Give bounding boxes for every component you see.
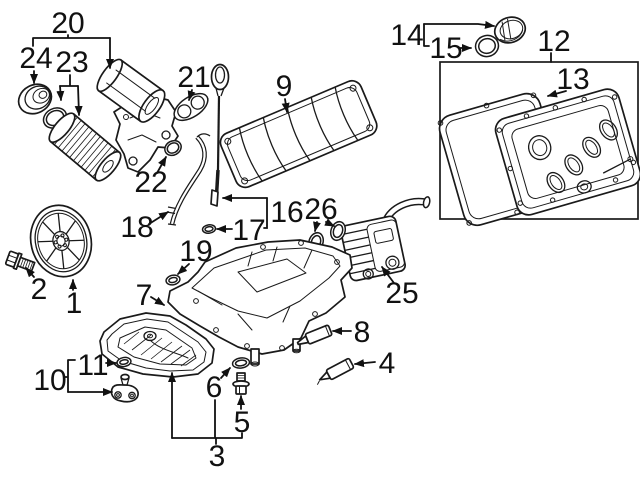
callout-label-7: 7 bbox=[136, 279, 153, 312]
callout-label-5: 5 bbox=[234, 406, 251, 439]
callout-label-10: 10 bbox=[33, 364, 66, 397]
part-dipstick-seal bbox=[201, 223, 217, 235]
arrow-18 bbox=[148, 211, 169, 225]
callout-14: 14 bbox=[390, 19, 495, 52]
arrow-7 bbox=[150, 296, 165, 306]
part-sealant-tube-4 bbox=[317, 357, 355, 385]
part-valve-cover bbox=[494, 88, 640, 216]
callout-label-14: 14 bbox=[390, 19, 423, 52]
part-pulley-bolt bbox=[4, 250, 36, 272]
callout-label-1: 1 bbox=[66, 287, 83, 320]
bracket-10 bbox=[63, 359, 76, 393]
callout-17: 17 bbox=[216, 214, 266, 247]
part-oil-filter-housing bbox=[96, 58, 179, 173]
callout-label-19: 19 bbox=[179, 235, 212, 268]
bracket-14 bbox=[423, 23, 430, 47]
callout-label-18: 18 bbox=[120, 211, 153, 244]
arrow-4 bbox=[354, 359, 376, 368]
part-valley-cover bbox=[219, 79, 378, 189]
callout-26: 26 bbox=[304, 193, 338, 232]
callout-7: 7 bbox=[136, 279, 165, 312]
part-valve-cover-group bbox=[437, 61, 640, 227]
callout-label-23: 23 bbox=[55, 46, 88, 79]
bracket-23 bbox=[59, 74, 79, 87]
part-drain-plug bbox=[232, 372, 250, 395]
callout-22: 22 bbox=[134, 156, 168, 199]
callout-18: 18 bbox=[120, 211, 169, 244]
callout-label-13: 13 bbox=[556, 63, 589, 96]
callout-12: 12 bbox=[537, 25, 571, 63]
callout-16: 16 bbox=[222, 194, 304, 229]
callout-label-15: 15 bbox=[429, 32, 462, 65]
callout-5: 5 bbox=[234, 395, 251, 439]
callout-label-12: 12 bbox=[537, 25, 570, 58]
callout-19: 19 bbox=[177, 235, 213, 275]
callout-1: 1 bbox=[66, 279, 83, 320]
callout-label-3: 3 bbox=[209, 440, 226, 473]
callout-23: 23 bbox=[55, 46, 89, 116]
callout-6: 6 bbox=[206, 367, 231, 404]
arrow-21 bbox=[187, 89, 196, 101]
part-oil-filter-element bbox=[48, 112, 122, 182]
callout-label-4: 4 bbox=[379, 347, 396, 380]
callout-11: 11 bbox=[77, 349, 117, 382]
part-dipstick bbox=[210, 63, 230, 207]
callout-label-6: 6 bbox=[206, 371, 223, 404]
callout-8: 8 bbox=[332, 316, 371, 349]
bracket-3 bbox=[171, 399, 243, 445]
callout-25: 25 bbox=[381, 266, 419, 310]
arrow-26a bbox=[313, 221, 321, 232]
callout-label-16: 16 bbox=[270, 196, 303, 229]
part-dipstick-tube bbox=[166, 133, 211, 226]
part-o-ring-22 bbox=[164, 139, 182, 157]
callout-label-26: 26 bbox=[304, 193, 337, 226]
part-filler-cap-seal bbox=[474, 34, 500, 58]
arrow-26b bbox=[324, 218, 335, 227]
arrow-19 bbox=[177, 263, 190, 275]
callout-10: 10 bbox=[33, 359, 113, 397]
callout-label-21: 21 bbox=[177, 61, 210, 94]
callout-13: 13 bbox=[547, 63, 590, 98]
part-upper-oil-pan bbox=[167, 239, 353, 367]
arrow-13 bbox=[547, 89, 567, 98]
part-oil-filler-cap bbox=[493, 16, 527, 44]
callout-label-8: 8 bbox=[354, 316, 371, 349]
arrow-25 bbox=[381, 266, 395, 284]
callout-2: 2 bbox=[25, 267, 48, 306]
callout-15: 15 bbox=[429, 32, 472, 65]
callout-3: 3 bbox=[168, 372, 243, 473]
bracket-20 bbox=[32, 34, 111, 47]
part-drain-plug-seal bbox=[231, 357, 251, 369]
part-crankshaft-pulley bbox=[29, 204, 93, 278]
part-sealant-tube-8 bbox=[296, 324, 333, 346]
callout-label-22: 22 bbox=[134, 166, 167, 199]
arrow-14 bbox=[423, 20, 495, 29]
callout-label-2: 2 bbox=[31, 273, 48, 306]
callout-label-20: 20 bbox=[51, 7, 84, 40]
part-filter-cap bbox=[17, 83, 53, 115]
callout-label-25: 25 bbox=[385, 277, 418, 310]
bracket-16 bbox=[263, 197, 268, 229]
arrow-23b bbox=[74, 85, 83, 116]
part-pickup-o-ring bbox=[116, 356, 132, 368]
arrow-9 bbox=[281, 98, 290, 113]
callout-21: 21 bbox=[177, 61, 211, 101]
part-oil-cooler bbox=[340, 196, 431, 282]
callout-label-9: 9 bbox=[276, 70, 293, 103]
arrow-6 bbox=[220, 367, 231, 379]
arrow-2 bbox=[25, 267, 35, 278]
arrow-23a bbox=[56, 85, 65, 101]
part-o-ring-19 bbox=[165, 274, 181, 286]
callout-4: 4 bbox=[354, 347, 396, 380]
callout-24: 24 bbox=[19, 42, 53, 84]
part-oil-pickup bbox=[110, 373, 139, 403]
callout-9: 9 bbox=[276, 70, 293, 113]
callout-20: 20 bbox=[32, 7, 114, 69]
callout-label-17: 17 bbox=[232, 214, 265, 247]
callout-label-24: 24 bbox=[19, 42, 52, 75]
arrow-22 bbox=[156, 156, 167, 174]
callout-label-11: 11 bbox=[77, 349, 108, 382]
